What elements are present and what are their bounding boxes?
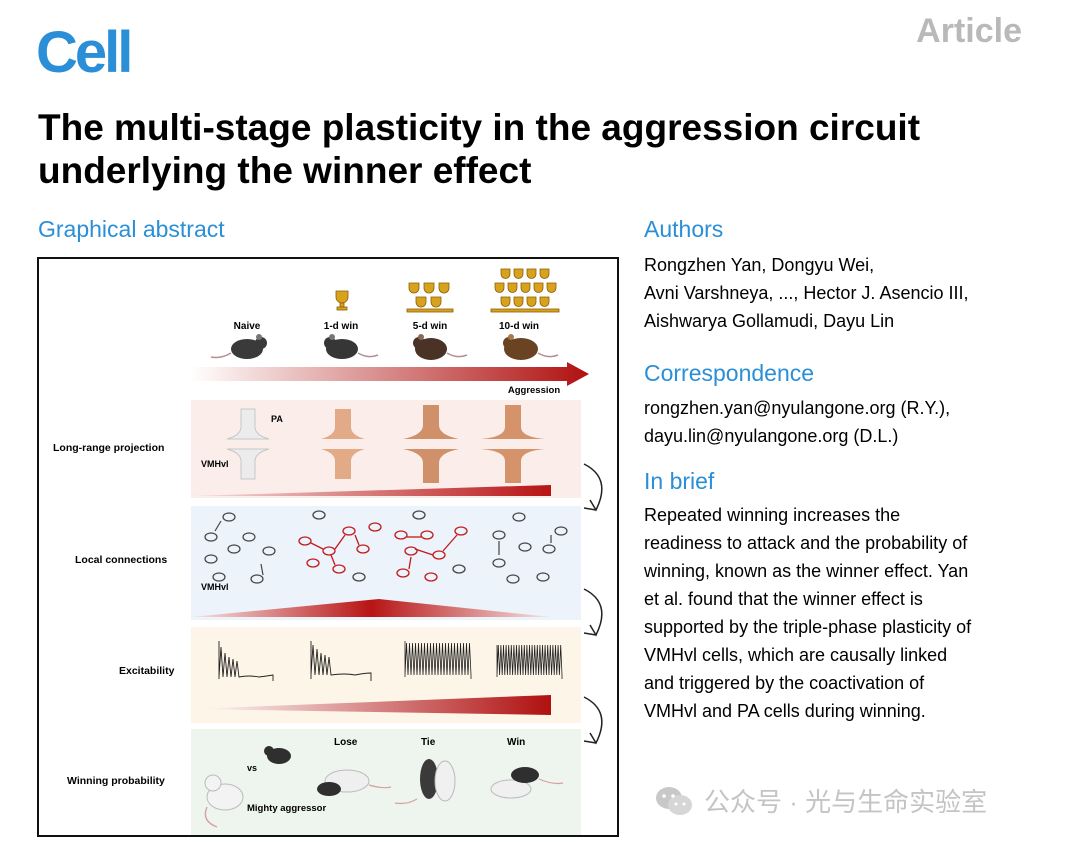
- article-type-label: Article: [916, 12, 1022, 50]
- transition-arrow-icon: [583, 588, 603, 637]
- synapse-1d-icon: [321, 409, 365, 479]
- mouse-1d-icon: [324, 334, 379, 359]
- paper-title: The multi-stage plasticity in the aggres…: [38, 107, 921, 191]
- email-link[interactable]: dayu.lin@nyulangone.org (D.L.): [644, 426, 899, 446]
- wechat-icon: [656, 786, 692, 815]
- synapse-5d-icon: [403, 405, 459, 483]
- in-brief-line: readiness to attack and the probability …: [644, 533, 968, 553]
- watermark-text: 公众号 · 光与生命实验室: [704, 787, 988, 817]
- in-brief-heading: In brief: [644, 468, 715, 494]
- neuron-network-1d: [298, 510, 382, 582]
- mighty-aggressor-label: Mighty aggressor: [247, 803, 326, 814]
- row-label-winning: Winning probability: [67, 775, 165, 787]
- graphical-abstract-figure: Naive 1-d win 5-d win 10-d win: [37, 257, 619, 837]
- journal-logo: Cell: [36, 20, 133, 85]
- firing-trace-10d: [496, 644, 563, 679]
- firing-trace-5d: [404, 641, 472, 679]
- graphical-abstract-heading: Graphical abstract: [38, 216, 225, 242]
- row-label-projection: Long-range projection: [53, 442, 164, 454]
- aggression-arrow: [191, 362, 589, 386]
- stage-label-1d: 1-d win: [324, 321, 358, 332]
- vs-label: vs: [247, 763, 257, 773]
- stage-label-5d: 5-d win: [413, 321, 447, 332]
- transition-arrow-icon: [583, 463, 603, 512]
- aggression-label: Aggression: [508, 385, 560, 396]
- synapse-naive-icon: [226, 408, 270, 480]
- mice-lose-icon: [317, 769, 392, 796]
- outcome-lose-label: Lose: [334, 737, 358, 748]
- mouse-naive-icon: [210, 334, 267, 359]
- vmh-label-local: VMHvl: [201, 582, 229, 592]
- neuron-network-naive: [204, 512, 276, 584]
- excitability-trend-wedge: [191, 695, 551, 715]
- author-line: Rongzhen Yan, Dongyu Wei,: [644, 255, 875, 275]
- firing-trace-1d: [310, 641, 372, 681]
- trophy-cluster-icon: [406, 282, 454, 313]
- in-brief-line: winning, known as the winner effect. Yan: [644, 561, 969, 581]
- row-label-excitability: Excitability: [119, 665, 175, 677]
- pa-label: PA: [271, 414, 283, 424]
- authors-heading: Authors: [644, 216, 724, 242]
- graphical-abstract-svg: Naive 1-d win 5-d win 10-d win: [53, 268, 603, 835]
- outcome-win-label: Win: [507, 737, 525, 748]
- email-link[interactable]: rongzhen.yan@nyulangone.org (R.Y.),: [644, 398, 951, 418]
- correspondence-heading: Correspondence: [644, 360, 815, 386]
- mice-tie-icon: [394, 759, 456, 805]
- author-line: Aishwarya Gollamudi, Dayu Lin: [644, 311, 895, 331]
- outcome-tie-label: Tie: [421, 737, 436, 748]
- in-brief-line: VMHvl cells, which are causally linked: [644, 645, 948, 665]
- correspondence-list: rongzhen.yan@nyulangone.org (R.Y.), dayu…: [644, 394, 1044, 450]
- mouse-5d-icon: [413, 334, 468, 360]
- author-line: Avni Varshneya, ..., Hector J. Asencio I…: [644, 283, 969, 303]
- mouse-white-aggressor-icon: [204, 774, 244, 828]
- transition-arrow-icon: [583, 696, 603, 745]
- local-trend-peak: [191, 599, 551, 617]
- neuron-network-10d: [492, 512, 568, 584]
- stage-label-naive: Naive: [234, 321, 261, 332]
- in-brief-text: Repeated winning increases the readiness…: [644, 501, 1044, 725]
- in-brief-line: et al. found that the winner effect is: [644, 589, 923, 609]
- in-brief-line: VMHvl and PA cells during winning.: [644, 701, 926, 721]
- authors-list: Rongzhen Yan, Dongyu Wei, Avni Varshneya…: [644, 251, 1044, 335]
- synapse-10d-icon: [481, 405, 545, 483]
- vmh-label-projection: VMHvl: [201, 459, 229, 469]
- trophy-icon: [335, 290, 349, 311]
- mouse-dark-icon: [264, 746, 291, 764]
- watermark: 公众号 · 光与生命实验室: [654, 782, 987, 819]
- projection-trend-wedge: [191, 485, 551, 496]
- trophy-cluster-large-icon: [490, 268, 560, 313]
- row-label-local: Local connections: [75, 554, 167, 566]
- mouse-10d-icon: [503, 334, 559, 360]
- in-brief-line: supported by the triple-phase plasticity…: [644, 617, 972, 637]
- in-brief-line: and triggered by the coactivation of: [644, 673, 925, 693]
- stage-label-10d: 10-d win: [499, 321, 539, 332]
- in-brief-line: Repeated winning increases the: [644, 505, 901, 525]
- neuron-network-5d: [394, 510, 468, 582]
- mice-win-icon: [490, 767, 564, 799]
- firing-trace-naive: [218, 641, 274, 681]
